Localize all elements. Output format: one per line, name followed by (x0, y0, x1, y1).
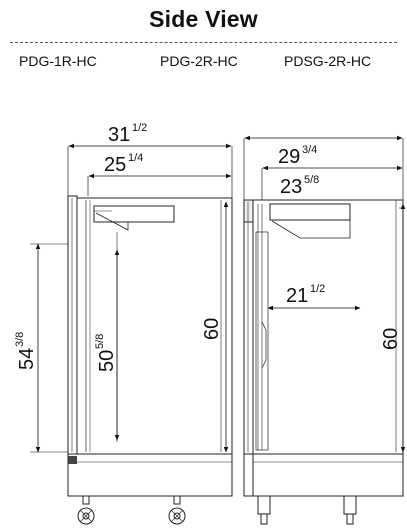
right-foot-rear (343, 495, 357, 525)
left-caster-front (77, 495, 95, 525)
left-overall-width-value: 31 (108, 124, 130, 146)
left-mid-height-value: 50 (96, 350, 118, 372)
model-label-3: PDSG-2R-HC (284, 53, 372, 69)
left-height-value: 54 (16, 348, 38, 370)
right-inner-width-fraction: 5/8 (304, 174, 319, 186)
right-door-depth-value: 21 (286, 285, 308, 307)
right-foot-front (257, 495, 271, 525)
right-inner-width-value: 23 (280, 176, 302, 198)
left-overall-width-fraction: 1/2 (132, 122, 147, 134)
right-unit-drawing (243, 138, 404, 525)
right-door-depth-fraction: 1/2 (310, 283, 325, 295)
left-inner-width-fraction: 1/4 (128, 152, 143, 164)
page-title: Side View (149, 6, 258, 32)
right-dimension-lines (244, 135, 406, 453)
left-inner-width-value: 25 (104, 154, 126, 176)
title-divider (10, 42, 397, 43)
right-total-height-value: 60 (380, 328, 402, 350)
left-dimension-lines (30, 143, 232, 453)
model-label-2: PDG-2R-HC (160, 53, 238, 69)
left-unit-drawing (67, 146, 233, 525)
left-total-height-value: 60 (201, 318, 223, 340)
left-mid-height-fraction: 5/8 (94, 334, 106, 349)
model-label-1: PDG-1R-HC (19, 53, 97, 69)
left-height-fraction: 3/8 (14, 332, 26, 347)
right-overall-width-value: 29 (278, 146, 300, 168)
right-overall-width-fraction: 3/4 (302, 144, 317, 156)
left-caster-rear (168, 495, 186, 525)
